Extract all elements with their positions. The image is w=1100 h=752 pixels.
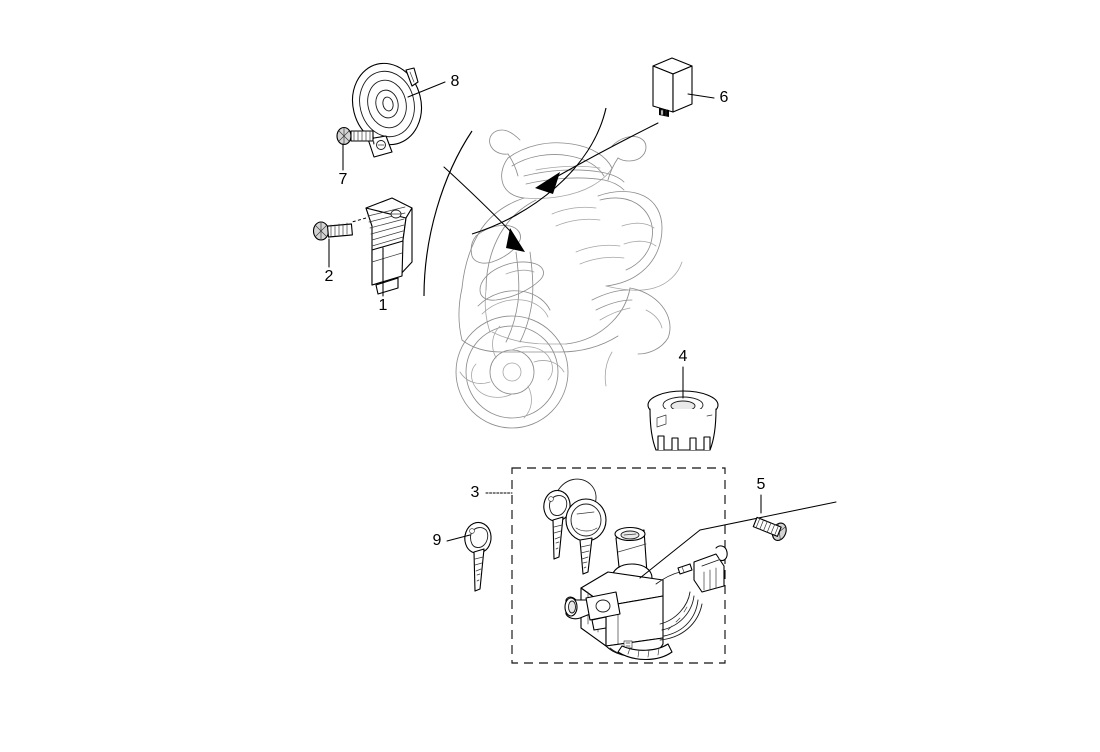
part-label-9: 9 [433,532,442,549]
part-8-leader [407,81,446,98]
horn-group-bracket-arc [423,130,473,297]
ignition-switch-assembly [564,526,728,661]
relay-mounting-location-arrow [535,122,659,194]
part-label-6: 6 [720,89,729,106]
connector-leader-line [699,501,837,531]
part-9-leader [446,534,471,542]
part-5-assembly-leader [639,529,701,579]
part-6-leader [687,93,715,99]
part-1-rectifier-regulator [351,197,413,295]
part-4-ignition-switch-cover-cap [647,390,719,451]
relay-group-bracket-arc [471,107,607,235]
part-9-blank-key [464,521,492,592]
part-label-4: 4 [679,348,688,365]
part-label-2: 2 [325,268,334,285]
horn-mounting-location-arrow [443,166,525,252]
part-8-horn [352,62,422,158]
lock-set-key-pair [543,478,607,575]
part-6-relay-flasher-unit [652,57,693,117]
part-label-3: 3 [471,484,480,501]
scooter-side-view-outline [455,129,683,429]
part-label-7: 7 [339,171,348,188]
lock-set-dashed-boundary [511,467,726,664]
part-label-1: 1 [379,297,388,314]
part-5-ignition-switch-mounting-bolt [752,516,787,541]
part-7-horn-mounting-screw [336,126,375,146]
part-label-8: 8 [451,73,460,90]
part-2-regulator-mounting-bolt [312,221,353,241]
part-label-5: 5 [757,476,766,493]
